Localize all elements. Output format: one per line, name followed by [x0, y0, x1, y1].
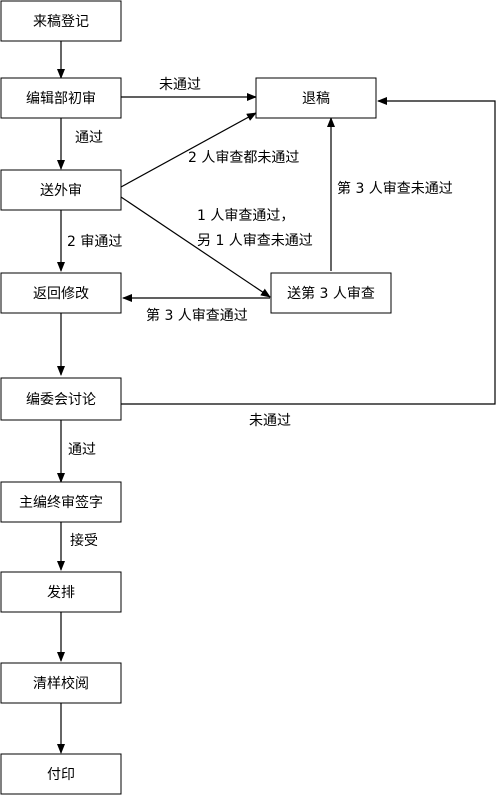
- node-third-reviewer: 送第 3 人审查: [270, 272, 392, 314]
- node-proofreading-label: 清样校阅: [33, 675, 89, 692]
- node-initial-review: 编辑部初审: [0, 77, 122, 119]
- label-committee-pass: 通过: [68, 442, 96, 458]
- node-printing: 付印: [0, 753, 122, 795]
- node-registration-label: 来稿登记: [33, 14, 89, 30]
- label-split-line2: 另 1 人审查未通过: [197, 233, 313, 249]
- node-external-review-label: 送外审: [40, 183, 82, 199]
- node-printing-label: 付印: [47, 767, 75, 783]
- node-rejected-label: 退稿: [302, 91, 330, 107]
- label-accepted: 接受: [70, 532, 98, 549]
- node-chief-signoff-label: 主编终审签字: [19, 494, 103, 511]
- node-typesetting: 发排: [0, 571, 122, 613]
- edge-external-review-to-rejected: [120, 112, 257, 188]
- label-two-pass: 2 审通过: [67, 234, 122, 250]
- node-initial-review-label: 编辑部初审: [26, 90, 96, 107]
- edge-external-review-to-third-reviewer: [120, 196, 271, 298]
- node-third-reviewer-label: 送第 3 人审查: [287, 285, 375, 302]
- node-revise-label: 返回修改: [33, 286, 89, 302]
- edge-committee-to-rejected: [121, 97, 496, 405]
- node-typesetting-label: 发排: [47, 585, 75, 601]
- node-external-review: 送外审: [0, 169, 122, 211]
- label-both-fail: 2 人审查都未通过: [188, 150, 299, 166]
- label-committee-fail: 未通过: [249, 413, 291, 429]
- node-revise: 返回修改: [0, 272, 122, 314]
- label-third-fail: 第 3 人审查未通过: [337, 180, 453, 197]
- edges: [57, 41, 496, 754]
- label-split-line1: 1 人审查通过，: [197, 208, 294, 224]
- node-registration: 来稿登记: [0, 0, 122, 42]
- label-initial-fail: 未通过: [159, 77, 201, 93]
- node-committee-label: 编委会讨论: [26, 392, 96, 408]
- node-chief-signoff: 主编终审签字: [0, 481, 122, 523]
- label-initial-pass: 通过: [75, 130, 103, 146]
- node-committee: 编委会讨论: [0, 377, 122, 421]
- node-proofreading: 清样校阅: [0, 662, 122, 704]
- edge-labels: 未通过 通过 2 人审查都未通过 第 3 人审查未通过 1 人审查通过， 另 1…: [67, 77, 453, 549]
- label-third-pass: 第 3 人审查通过: [146, 307, 248, 324]
- node-rejected: 退稿: [255, 77, 377, 119]
